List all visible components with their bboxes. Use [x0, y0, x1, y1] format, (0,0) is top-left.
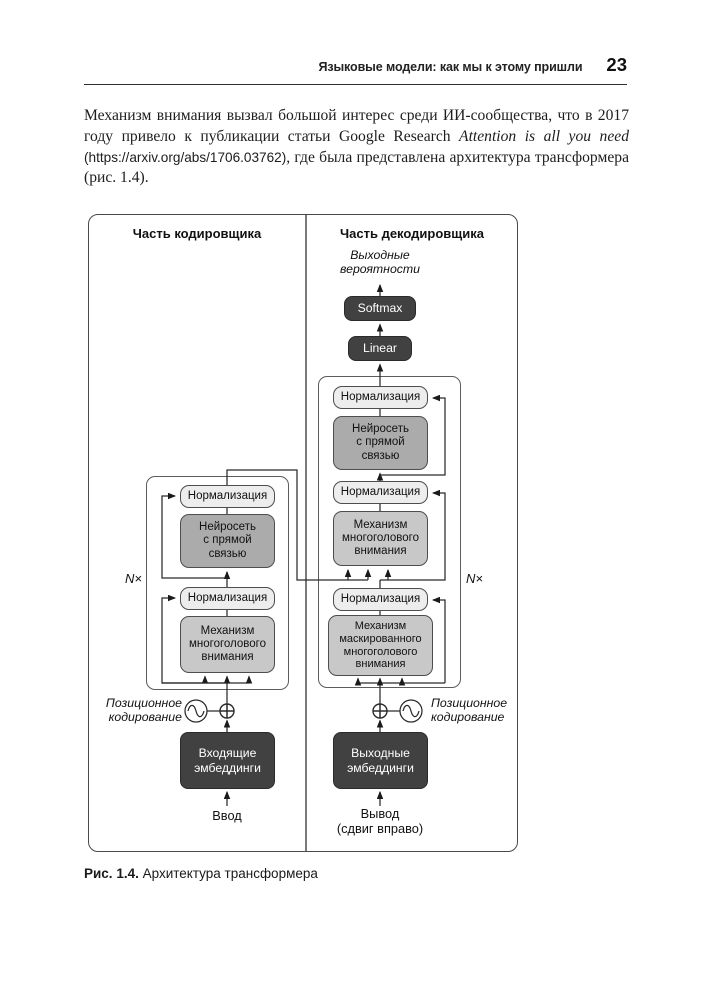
encoder-positional-encoding-label: Позиционное кодирование: [105, 696, 182, 724]
output-probabilities-label: Выходные вероятности: [339, 248, 421, 276]
decoder-residual-2: [380, 489, 446, 581]
decoder-output-label: Вывод (сдвиг вправо): [336, 806, 424, 836]
plus-circle-icon: [372, 703, 388, 719]
paragraph: Механизм внимания вызвал большой интерес…: [84, 106, 629, 189]
encoder-norm-bottom-box: Нормализация: [180, 587, 275, 610]
paragraph-text-start: Механизм внимания вызвал большой интерес…: [84, 107, 629, 145]
decoder-stack-frame: [318, 376, 461, 688]
encoder-to-decoder-route: [226, 469, 368, 581]
plus-circle-icon: [219, 703, 235, 719]
figure-caption-label: Рис. 1.4.: [84, 866, 139, 881]
sine-wave-icon: [399, 699, 423, 723]
page-number: 23: [606, 54, 627, 75]
article-url: (https://arxiv.org/abs/1706.03762): [84, 149, 287, 165]
decoder-title: Часть декодировщика: [340, 226, 484, 241]
article-title: Attention is all you need: [459, 127, 629, 145]
running-title: Языковые модели: как мы к этому пришли: [318, 60, 583, 74]
encoder-residual-2: [161, 492, 227, 579]
header-rule: [84, 84, 627, 85]
paragraph-text-end: , где была представлена архитектура тран…: [84, 148, 629, 187]
decoder-norm-bottom-box: Нормализация: [333, 588, 428, 611]
encoder-norm-top-box: Нормализация: [180, 485, 275, 508]
linear-box: Linear: [348, 336, 412, 361]
encoder-input-label: Ввод: [212, 808, 242, 823]
encoder-attention-box: Механизм многоголового внимания: [180, 616, 275, 673]
encoder-stack-frame: [146, 476, 289, 690]
decoder-masked-attention-box: Механизм маскированного многоголового вн…: [328, 615, 433, 676]
softmax-box: Softmax: [344, 296, 416, 321]
encoder-residual-1: [161, 594, 227, 684]
decoder-n-times-label: N×: [466, 571, 483, 586]
encoder-title: Часть кодировщика: [132, 226, 262, 241]
decoder-ffn-box: Нейросеть с прямой связью: [333, 416, 428, 470]
decoder-embeddings-box: Выходные эмбеддинги: [333, 732, 428, 789]
figure-caption-text: Архитектура трансформера: [138, 866, 318, 881]
encoder-ffn-box: Нейросеть с прямой связью: [180, 514, 275, 568]
decoder-norm-top-box: Нормализация: [333, 386, 428, 409]
running-head: Языковые модели: как мы к этому пришли 2…: [84, 54, 627, 76]
diagram-outer-frame: [88, 214, 518, 852]
decoder-residual-3: [380, 394, 446, 476]
sine-wave-icon: [184, 699, 208, 723]
decoder-positional-encoding-label: Позиционное кодирование: [431, 696, 508, 724]
decoder-residual-1: [431, 596, 446, 683]
decoder-norm-mid-box: Нормализация: [333, 481, 428, 504]
figure-caption: Рис. 1.4. Архитектура трансформера: [84, 866, 318, 881]
encoder-embeddings-box: Входящие эмбеддинги: [180, 732, 275, 789]
encoder-n-times-label: N×: [125, 571, 142, 586]
decoder-cross-attention-box: Механизм многоголового внимания: [333, 511, 428, 566]
